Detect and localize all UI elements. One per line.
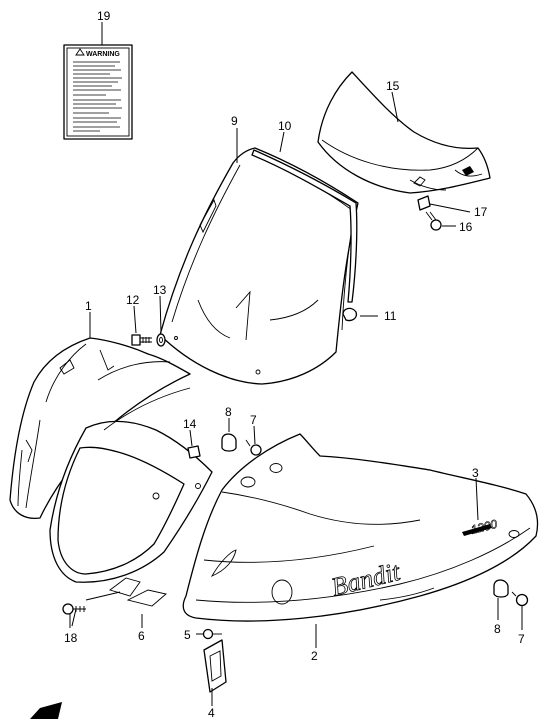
callout-7-lower: 7: [518, 632, 525, 646]
front-direction-arrow-icon: [30, 702, 62, 719]
callout-7-upper: 7: [250, 413, 257, 427]
warning-label: WARNING: [63, 44, 133, 140]
nut-14: [187, 445, 201, 459]
nut-17: [417, 195, 431, 211]
right-side-cowl: Bandit 1200: [182, 433, 539, 622]
windscreen-trim: [251, 149, 358, 303]
callout-14: 14: [183, 417, 197, 431]
front-center-cowl: [49, 361, 213, 607]
warning-title: WARNING: [86, 51, 120, 58]
lower-bracket: [203, 639, 227, 693]
callout-19: 19: [97, 9, 111, 23]
callout-12: 12: [126, 293, 140, 307]
callout-8-lower: 8: [494, 622, 501, 636]
callout-18: 18: [64, 631, 78, 645]
screw-5: [202, 628, 222, 640]
screw-12: [131, 334, 152, 346]
callout-4: 4: [208, 706, 215, 719]
bolt-7-upper: [245, 439, 262, 456]
bolt-7-lower: [511, 591, 529, 607]
washer-13: [156, 333, 166, 347]
screw-16: [425, 211, 442, 231]
callout-5: 5: [184, 628, 191, 642]
callout-6: 6: [138, 629, 145, 643]
callout-8-upper: 8: [225, 405, 232, 419]
callout-13: 13: [153, 283, 167, 297]
leader-lines: [69, 22, 523, 706]
meter-panel-cover: [317, 71, 491, 194]
callout-16: 16: [459, 220, 473, 234]
cushion-8-lower: [493, 579, 509, 598]
callout-2: 2: [311, 649, 318, 663]
screw-18: [62, 603, 86, 615]
windscreen: [159, 147, 359, 385]
grommet-11: [342, 307, 358, 322]
callout-10: 10: [278, 119, 292, 133]
cushion-8-upper: [221, 433, 237, 452]
callout-11: 11: [384, 309, 397, 323]
callout-numbers: 19 15 9 10 17 16 1 12 13 11 14 8 7 3 18 …: [64, 9, 525, 719]
callout-17: 17: [474, 205, 488, 219]
callout-3: 3: [472, 466, 479, 480]
callout-15: 15: [386, 79, 400, 93]
fasteners: [62, 195, 529, 640]
callout-1: 1: [85, 299, 92, 313]
callout-9: 9: [231, 114, 238, 128]
